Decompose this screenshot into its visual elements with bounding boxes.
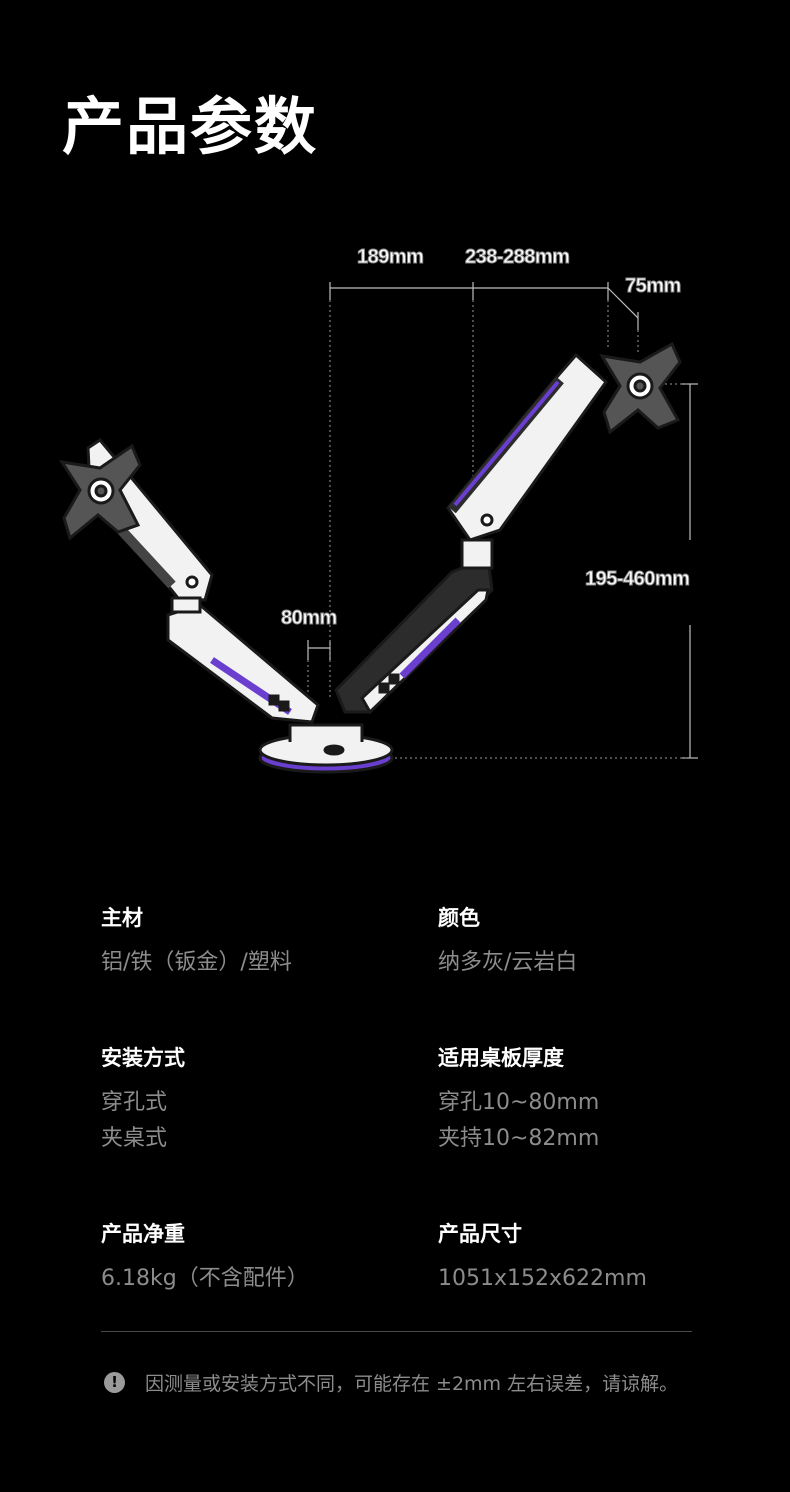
monitor-arm-illustration: [58, 282, 698, 774]
right-upper-arm: [446, 352, 609, 570]
spec-value: 夹桌式: [101, 1126, 168, 1151]
dotted-guides: [307, 300, 690, 759]
page-title: 产品参数: [62, 90, 319, 163]
desk-base: [258, 723, 394, 774]
spec-value: 夹持10~82mm: [438, 1126, 600, 1151]
dimension-label-238-288mm: 238-288mm: [464, 246, 570, 269]
dimension-label-195-460mm: 195-460mm: [584, 568, 690, 591]
spec-label: 主材: [101, 906, 143, 930]
dimension-label-189mm: 189mm: [356, 246, 424, 269]
spec-label: 产品净重: [101, 1222, 185, 1246]
spec-value: 穿孔式: [101, 1090, 168, 1115]
divider: [101, 1331, 692, 1332]
disclaimer-text: 因测量或安装方式不同，可能存在 ±2mm 左右误差，请谅解。: [145, 1372, 679, 1395]
spec-label: 颜色: [438, 906, 480, 930]
right-vesa-plate: [599, 341, 682, 435]
spec-value: 铝/铁（钣金）/塑料: [101, 950, 292, 975]
spec-label: 适用桌板厚度: [438, 1046, 564, 1070]
product-diagram: 189mm 238-288mm 75mm 195-460mm 80mm: [0, 220, 790, 800]
spec-label: 产品尺寸: [438, 1222, 522, 1246]
spec-value: 6.18kg（不含配件）: [101, 1266, 309, 1291]
left-vesa-plate: [58, 443, 142, 541]
disclaimer-note: ! 因测量或安装方式不同，可能存在 ±2mm 左右误差，请谅解。: [104, 1369, 678, 1395]
spec-label: 安装方式: [101, 1046, 185, 1070]
exclamation-icon: !: [104, 1371, 125, 1393]
right-lower-arm: [334, 555, 494, 715]
spec-value: 纳多灰/云岩白: [438, 950, 578, 975]
dimension-label-75mm: 75mm: [625, 275, 682, 298]
spec-value: 1051x152x622mm: [438, 1266, 647, 1291]
dimension-label-80mm: 80mm: [281, 607, 338, 630]
spec-value: 穿孔10~80mm: [438, 1090, 600, 1115]
